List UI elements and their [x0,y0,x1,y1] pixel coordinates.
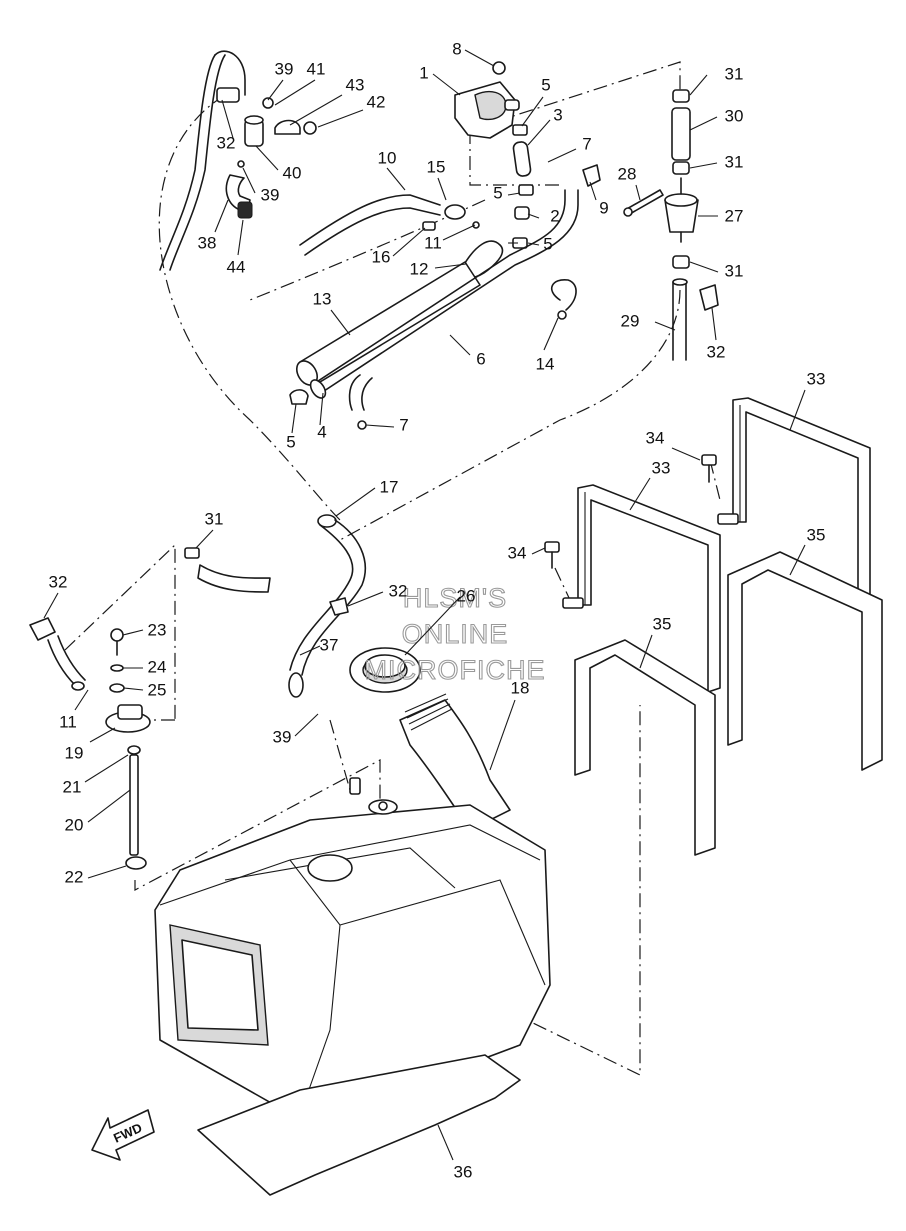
watermark: HLSM'S ONLINE MICROFICHE [364,582,546,685]
callout-34-b: 34 [508,543,527,562]
leader-lines [43,49,806,1161]
callout-12: 12 [410,259,429,278]
callout-9: 9 [599,198,608,217]
callout-34-a: 34 [646,428,665,447]
callout-31-a: 31 [725,64,744,83]
callout-18: 18 [511,678,530,697]
vent-hose-37-lower [184,514,367,698]
callout-numbers: 1 2 3 4 5 5 5 5 6 7 7 8 9 10 11 11 12 13… [49,39,826,1181]
callout-24: 24 [148,657,167,676]
callout-4: 4 [317,422,326,441]
callout-21: 21 [63,777,82,796]
callout-16: 16 [372,247,391,266]
check-valve-cluster [216,87,317,219]
fuel-tank [154,777,551,1126]
fuel-filter-assembly [582,89,719,361]
callout-25: 25 [148,680,167,699]
tank-pad-35-left [574,639,716,856]
callout-29: 29 [621,311,640,330]
watermark-line-3: MICROFICHE [365,655,546,685]
tank-pad-36 [197,1054,521,1196]
fuel-cock-valve [454,61,520,139]
callout-5-d: 5 [286,432,295,451]
callout-7-b: 7 [399,415,408,434]
callout-22: 22 [65,867,84,886]
callout-5-b: 5 [493,183,502,202]
callout-39-b: 39 [261,185,280,204]
hose-3 [512,124,534,249]
callout-32-b: 32 [707,342,726,361]
callout-11-a: 11 [424,233,442,252]
callout-43: 42 [367,92,386,111]
callout-28: 28 [618,164,637,183]
callout-17: 17 [380,477,399,496]
callout-42: 43 [346,75,365,94]
watermark-line-1: HLSM'S [403,583,507,613]
callout-1: 1 [419,63,428,82]
callout-26: 26 [457,586,476,605]
callout-31-b: 31 [725,152,744,171]
callout-10: 10 [378,148,397,167]
callout-32-a: 32 [217,133,236,152]
callout-31-d: 31 [205,509,224,528]
callout-5-c: 5 [543,234,552,253]
callout-33-a: 33 [807,369,826,388]
hose-group [289,189,579,430]
vent-hose-37-upper [159,50,246,271]
tank-strap-33-left [562,484,721,693]
watermark-line-2: ONLINE [402,619,509,649]
callout-44: 44 [227,257,246,276]
callout-35-a: 35 [807,525,826,544]
callout-15: 15 [427,157,446,176]
callout-19: 19 [65,743,84,762]
assembly-lines [64,61,721,1076]
callout-35-b: 35 [653,614,672,633]
callout-6: 6 [476,349,485,368]
callout-27: 27 [725,206,744,225]
callout-36: 36 [454,1162,473,1181]
callout-5-a: 5 [541,75,550,94]
tank-pad-35-right [727,551,883,771]
callout-3: 3 [553,105,562,124]
callout-11-b: 11 [59,712,77,731]
callout-33-b: 33 [652,458,671,477]
callout-32-c: 32 [49,572,68,591]
filler-cap-26 [349,647,421,693]
callout-41: 41 [307,59,326,78]
callout-39-a: 39 [275,59,294,78]
strap-bolts-34 [544,454,717,569]
callout-38: 38 [198,233,217,252]
callout-37: 37 [320,635,339,654]
callout-20: 20 [65,815,84,834]
forward-direction-arrow: FWD [91,1109,155,1161]
callout-2: 2 [550,206,559,225]
callout-39-c: 39 [273,727,292,746]
callout-14: 14 [536,354,555,373]
callout-40: 40 [283,163,302,182]
callout-30: 30 [725,106,744,125]
fuel-sender-assembly [29,617,151,870]
callout-13: 13 [313,289,332,308]
callout-7-a: 7 [582,134,591,153]
callout-8: 8 [452,39,461,58]
callout-31-c: 31 [725,261,744,280]
callout-23: 23 [148,620,167,639]
tank-strap-33-right [717,397,871,606]
callout-32-d: 32 [389,581,408,600]
